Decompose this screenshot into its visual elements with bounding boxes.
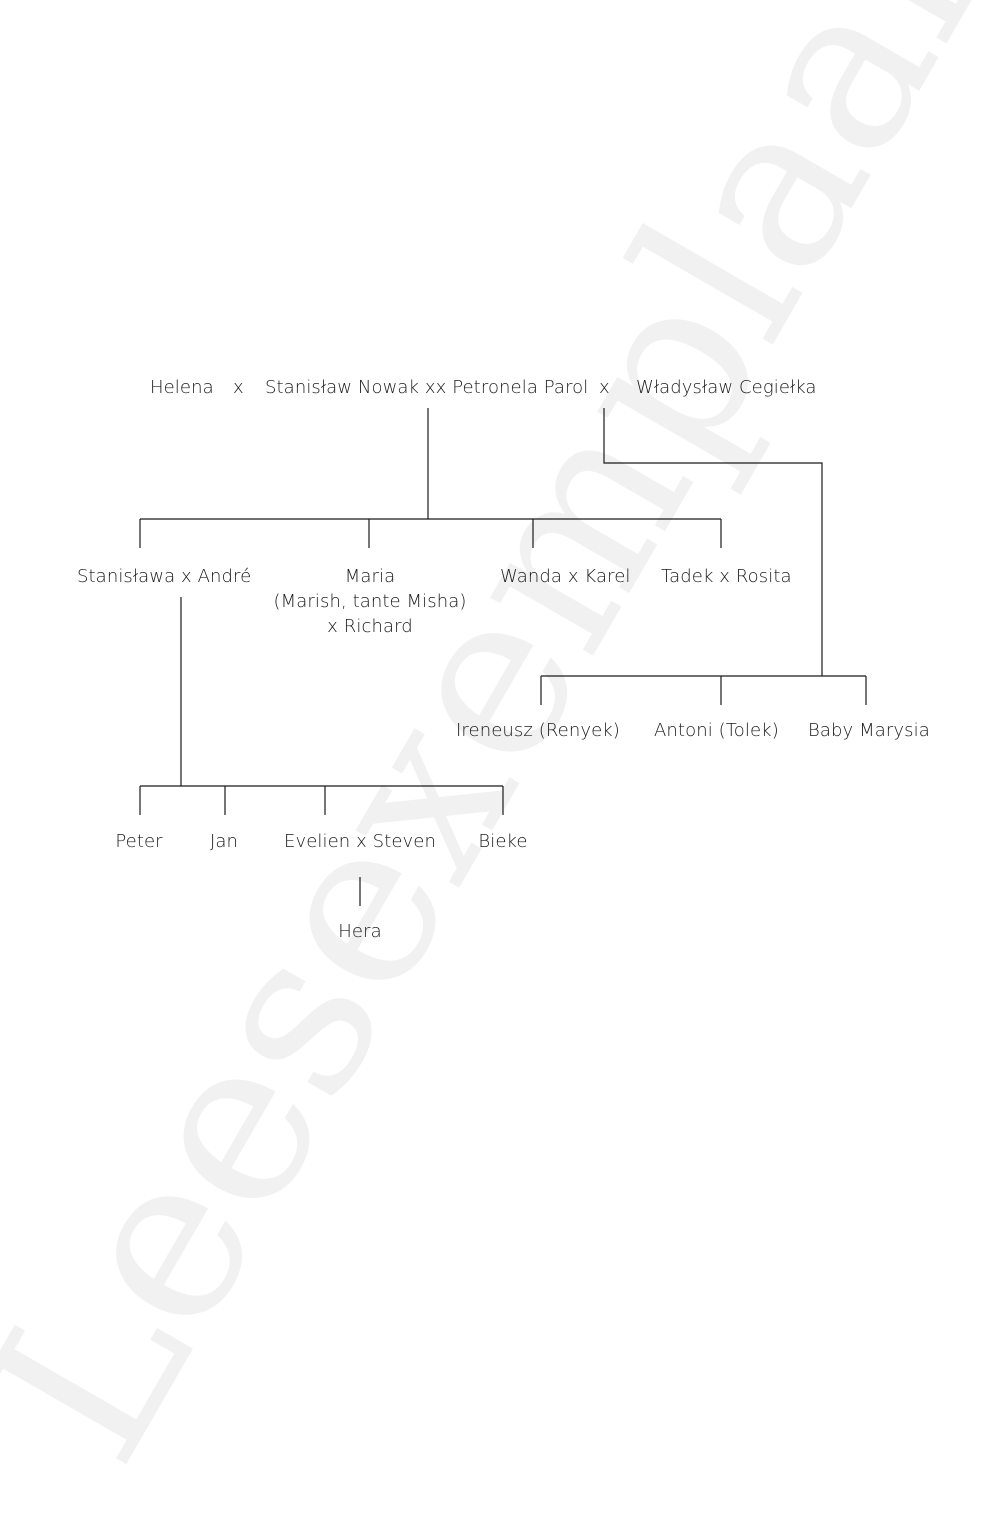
person-wladyslaw-cegielka: Władysław Cegiełka: [636, 377, 817, 398]
maria-name: Maria: [344, 566, 396, 587]
person-ireneusz: Ireneusz (Renyek): [456, 720, 620, 741]
person-baby-marysia: Baby Marysia: [808, 720, 930, 741]
couple-evelien-steven: Evelien x Steven: [284, 831, 436, 852]
marriage-sign-helena: x: [233, 377, 244, 398]
person-jan: Jan: [209, 831, 239, 852]
couple-tadek-rosita: Tadek x Rosita: [661, 566, 792, 587]
marriage-sign-cegielka: x: [599, 377, 610, 398]
person-antoni: Antoni (Tolek): [654, 720, 779, 741]
maria-nicknames: (Marish, tante Misha): [273, 591, 467, 612]
couple-maria-richard: Maria (Marish, tante Misha) x Richard: [273, 564, 466, 639]
maria-spouse: x Richard: [327, 616, 413, 637]
person-peter: Peter: [115, 831, 163, 852]
couple-stanislawa-andre: Stanisława x André: [77, 566, 252, 587]
person-hera: Hera: [338, 921, 382, 942]
person-helena: Helena: [150, 377, 214, 398]
couple-nowak-parol: Stanisław Nowak xx Petronela Parol: [265, 377, 589, 398]
connector-cegielka-path: [603, 408, 823, 676]
person-bieke: Bieke: [478, 831, 528, 852]
couple-wanda-karel: Wanda x Karel: [500, 566, 631, 587]
